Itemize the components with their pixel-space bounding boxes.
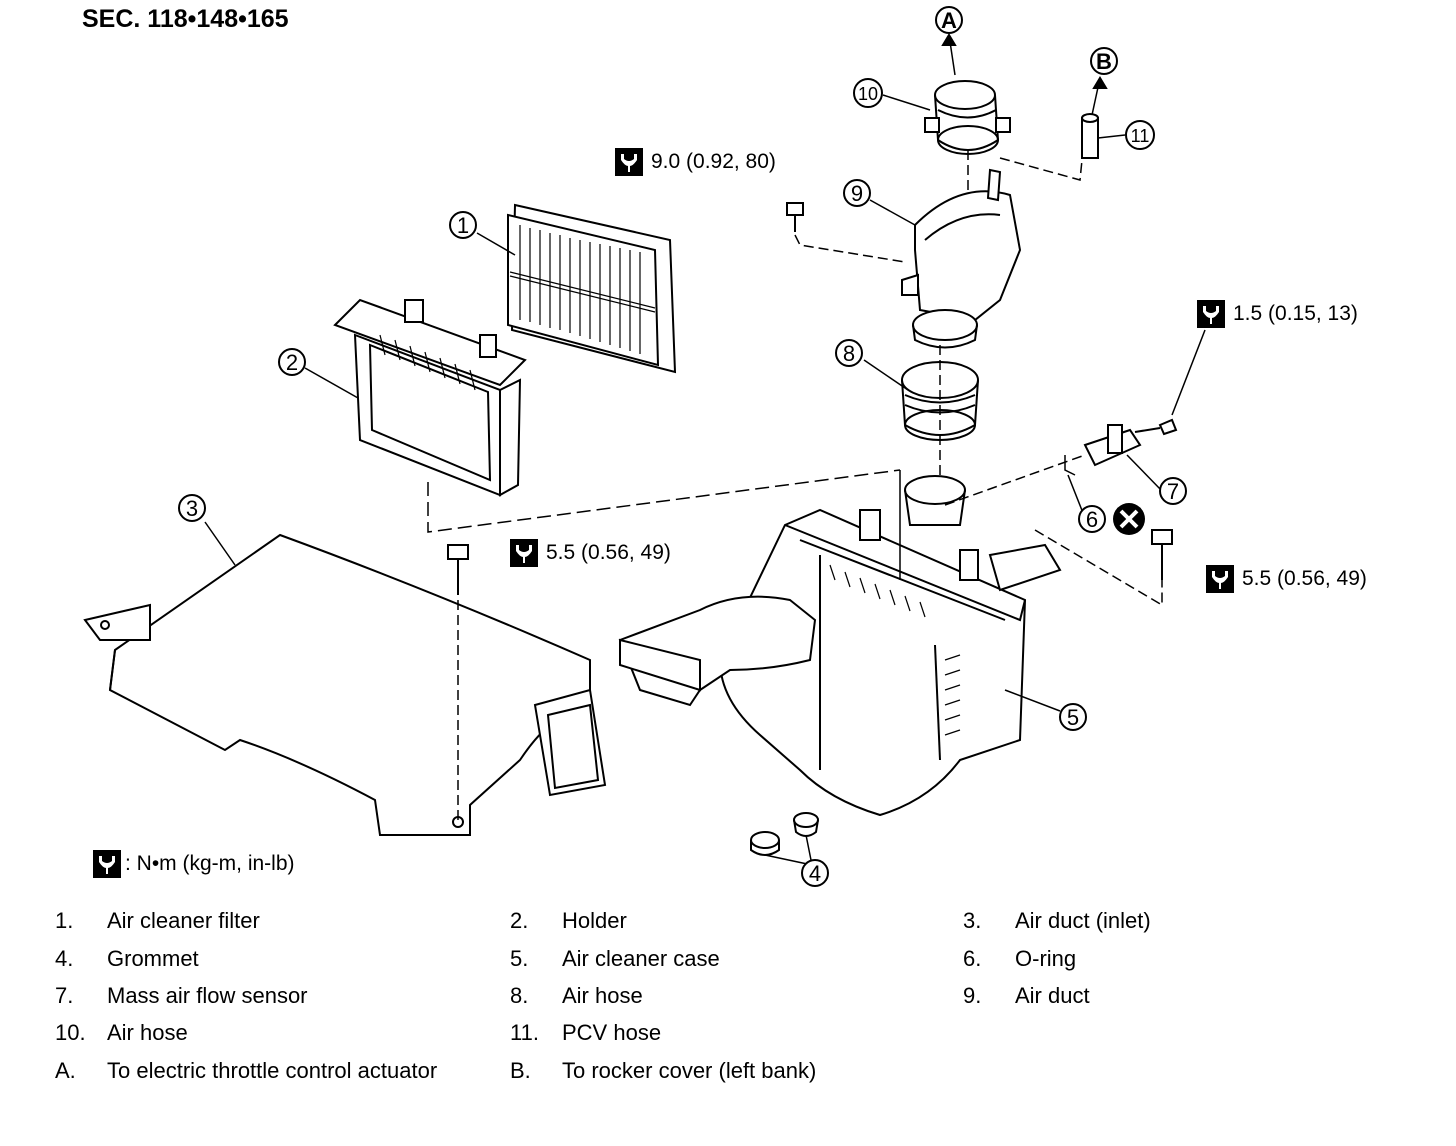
legend-number: 5.	[510, 946, 529, 971]
callout-9: 9	[843, 179, 871, 207]
section-title: SEC. 118•148•165	[82, 5, 289, 33]
torque-value: 9.0 (0.92, 80)	[651, 150, 776, 173]
svg-text:3: 3	[186, 496, 198, 521]
bolt-5-5-right	[1151, 529, 1173, 580]
torque-spec-1-5: 1.5 (0.15, 13)	[1197, 300, 1358, 328]
legend-number: B.	[510, 1058, 531, 1083]
torque-spec-5-5-right: 5.5 (0.56, 49)	[1206, 565, 1367, 593]
torque-spec-5-5-left: 5.5 (0.56, 49)	[510, 539, 671, 567]
legend-number: 4.	[55, 946, 74, 971]
callout-4: 4	[801, 859, 829, 887]
legend-label: PCV hose	[562, 1020, 662, 1045]
callout-7: 7	[1159, 477, 1187, 505]
grommets	[750, 812, 819, 866]
torque-value: 5.5 (0.56, 49)	[1242, 567, 1367, 590]
svg-text:4: 4	[809, 861, 821, 886]
svg-text:1: 1	[457, 213, 469, 238]
legend-number: 2.	[510, 908, 529, 933]
callout-a: A	[935, 6, 963, 34]
legend-label: Holder	[562, 908, 627, 933]
torque-spec-9-0: 9.0 (0.92, 80)	[615, 148, 776, 176]
callout-b: B	[1090, 47, 1118, 75]
callout-markers: 1 2 3 4 5 6 7 8 9 10 11 A B	[178, 6, 1187, 887]
callout-5: 5	[1059, 703, 1087, 731]
holder-guide-line	[427, 469, 901, 533]
torque-wrench-icon	[1206, 565, 1234, 593]
air-duct-inlet	[83, 533, 607, 836]
mass-air-flow-sensor	[944, 418, 1178, 506]
legend-number: 6.	[963, 946, 982, 971]
torque-wrench-icon	[1197, 300, 1225, 328]
svg-text:8: 8	[843, 341, 855, 366]
legend-number: 7.	[55, 983, 74, 1008]
bolt-5-5-left	[447, 544, 469, 820]
legend-label: Air cleaner case	[562, 946, 720, 971]
torque-value: 5.5 (0.56, 49)	[546, 541, 671, 564]
svg-text:5: 5	[1067, 705, 1079, 730]
duct-guide-line	[794, 234, 906, 263]
legend-label: Air duct	[1015, 983, 1090, 1008]
unit-note-text: : N•m (kg-m, in-lb)	[125, 852, 295, 875]
svg-text:9: 9	[851, 181, 863, 206]
torque-wrench-icon	[510, 539, 538, 567]
legend-label: To electric throttle control actuator	[107, 1058, 438, 1083]
svg-text:A: A	[941, 8, 957, 33]
callout-10: 10	[853, 78, 883, 108]
svg-text:11: 11	[1131, 126, 1150, 146]
callout-2: 2	[278, 348, 306, 376]
legend-label: Grommet	[107, 946, 199, 971]
legend-label: Air hose	[107, 1020, 188, 1045]
legend-label: Air duct (inlet)	[1015, 908, 1151, 933]
legend-label: Air hose	[562, 983, 643, 1008]
legend-number: 10.	[55, 1020, 86, 1045]
legend-number: 11.	[510, 1020, 539, 1045]
air-cleaner-case	[618, 508, 1062, 817]
legend-number: 8.	[510, 983, 529, 1008]
svg-text:10: 10	[858, 84, 878, 104]
exploded-view-drawing: 1 2 3 4 5 6 7 8 9 10 11 A B	[83, 6, 1206, 887]
callout-1: 1	[449, 211, 477, 239]
legend-number: A.	[55, 1058, 76, 1083]
callout-6: 6	[1078, 505, 1106, 533]
do-not-reuse-icon	[1113, 503, 1145, 535]
legend-label: Air cleaner filter	[107, 908, 260, 933]
callout-3: 3	[178, 494, 206, 522]
legend-label: To rocker cover (left bank)	[562, 1058, 817, 1083]
legend-number: 9.	[963, 983, 982, 1008]
torque-value: 1.5 (0.15, 13)	[1233, 302, 1358, 325]
svg-text:2: 2	[286, 350, 298, 375]
bolt-9-0	[786, 202, 804, 232]
leader-lines	[204, 34, 1206, 712]
svg-text:6: 6	[1086, 507, 1098, 532]
torque-wrench-icon	[93, 850, 121, 878]
svg-text:B: B	[1096, 49, 1112, 74]
air-hose-upper	[924, 80, 1011, 190]
legend-label: O-ring	[1015, 946, 1077, 971]
sensor-bolt-guide	[1034, 529, 1163, 607]
air-duct	[901, 168, 1022, 349]
callout-11: 11	[1125, 120, 1155, 150]
legend-number: 1.	[55, 908, 74, 933]
svg-text:7: 7	[1167, 479, 1179, 504]
air-hose-lower	[901, 345, 979, 526]
holder	[333, 298, 527, 497]
pcv-hose	[999, 113, 1099, 181]
callout-8: 8	[835, 339, 863, 367]
legend-label: Mass air flow sensor	[107, 983, 308, 1008]
legend-number: 3.	[963, 908, 982, 933]
torque-wrench-icon	[615, 148, 643, 176]
unit-note: : N•m (kg-m, in-lb)	[93, 850, 295, 878]
air-cleaner-filter	[507, 203, 677, 374]
